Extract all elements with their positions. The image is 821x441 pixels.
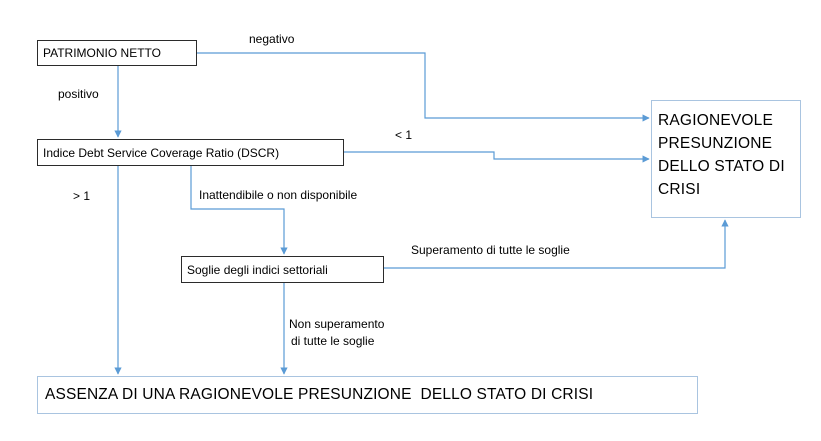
node-dscr: Indice Debt Service Coverage Ratio (DSCR… bbox=[37, 139, 344, 166]
node-patrimonio-netto-label: PATRIMONIO NETTO bbox=[43, 46, 162, 60]
edge-superamento bbox=[384, 219, 729, 269]
label-positivo: positivo bbox=[58, 87, 99, 101]
node-patrimonio-netto: PATRIMONIO NETTO bbox=[37, 40, 197, 66]
node-soglie-label: Soglie degli indici settoriali bbox=[187, 262, 328, 277]
node-ragionevole-presunzione-label: RAGIONEVOLE PRESUNZIONE DELLO STATO DI C… bbox=[658, 112, 785, 198]
label-lt-1: < 1 bbox=[395, 128, 413, 142]
node-ragionevole-presunzione: RAGIONEVOLE PRESUNZIONE DELLO STATO DI C… bbox=[651, 100, 801, 218]
node-assenza-label: ASSENZA DI UNA RAGIONEVOLE PRESUNZIONE D… bbox=[45, 386, 594, 403]
label-superamento: Superamento di tutte le soglie bbox=[411, 243, 570, 257]
label-non-superamento-line2: di tutte le soglie bbox=[291, 334, 375, 348]
label-gt-1: > 1 bbox=[73, 189, 91, 203]
edge-inattendibile bbox=[190, 166, 288, 255]
label-non-superamento-line1: Non superamento bbox=[289, 317, 385, 331]
node-dscr-label: Indice Debt Service Coverage Ratio (DSCR… bbox=[43, 145, 280, 160]
node-assenza: ASSENZA DI UNA RAGIONEVOLE PRESUNZIONE D… bbox=[37, 376, 698, 414]
label-inattendibile: Inattendibile o non disponibile bbox=[199, 188, 358, 202]
node-soglie: Soglie degli indici settoriali bbox=[181, 256, 384, 283]
edge-negativo bbox=[197, 52, 650, 122]
label-negativo: negativo bbox=[249, 32, 295, 46]
label-non-superamento: Non superamento di tutte le soglie bbox=[289, 316, 384, 350]
edge-lt1 bbox=[344, 151, 650, 163]
